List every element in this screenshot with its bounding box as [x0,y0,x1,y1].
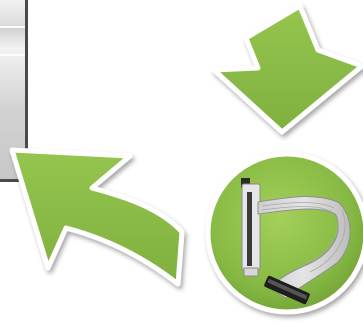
arrow-down-icon [214,6,362,132]
curved-arrow-up-left-icon [12,150,182,284]
